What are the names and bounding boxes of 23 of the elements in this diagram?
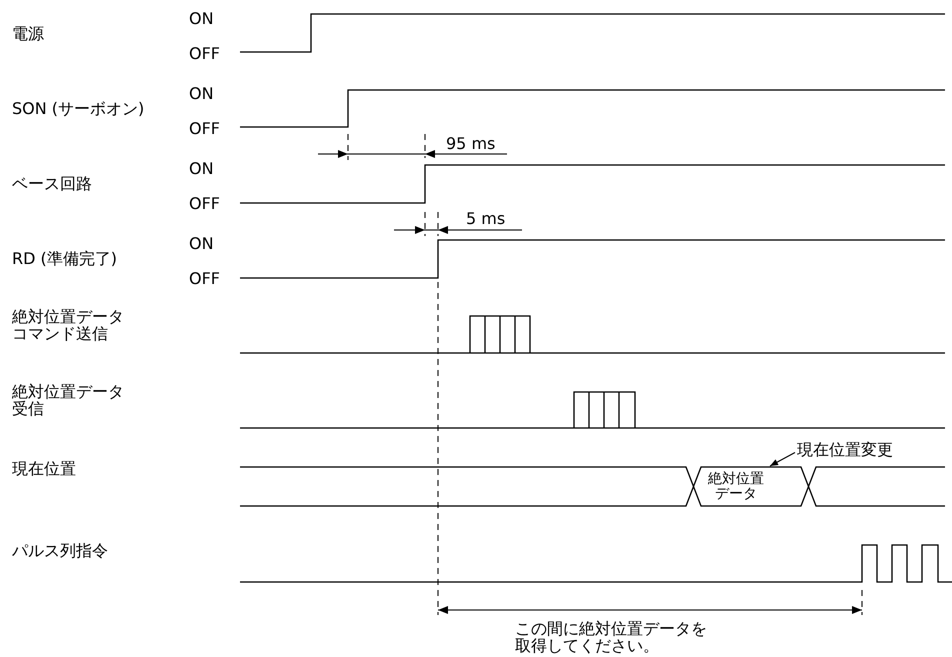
annotation-text: 現在位置変更 <box>797 440 893 458</box>
signal-name: 電源 <box>12 24 44 42</box>
leader-line <box>770 452 796 466</box>
bus-value-label: 絶対位置データ <box>707 472 766 502</box>
signal-name: 絶対位置データ受信 <box>12 383 125 417</box>
level-label: OFF <box>189 270 220 286</box>
dimension-label: 5 ms <box>466 210 506 226</box>
signal-name: パルス列指令 <box>12 542 108 558</box>
level-label: ON <box>189 84 214 102</box>
level-label: OFF <box>189 44 220 62</box>
note-text: この間に絶対位置データを取得してください。 <box>515 620 708 654</box>
level-label: ON <box>189 234 214 252</box>
level-label: ON <box>189 10 214 26</box>
signal-name: ベース回路 <box>12 174 92 192</box>
level-label: OFF <box>189 120 220 136</box>
bus-waveform <box>239 466 946 507</box>
signal-name: 絶対位置データコマンド送信 <box>12 308 125 342</box>
level-label: OFF <box>189 194 220 212</box>
level-label: ON <box>189 160 214 176</box>
signal-name: SON (サーボオン) <box>12 100 144 116</box>
dimension-label: 95 ms <box>446 134 496 152</box>
signal-name: RD (準備完了) <box>12 250 118 266</box>
signal-name: 現在位置 <box>12 460 76 476</box>
